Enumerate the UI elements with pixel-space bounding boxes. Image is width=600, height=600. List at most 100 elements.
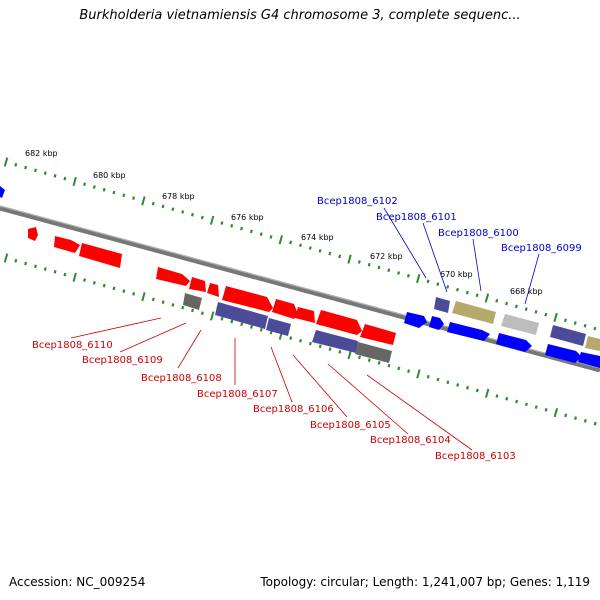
minor-tick [132, 292, 136, 296]
minor-tick [92, 281, 96, 285]
minor-tick [259, 232, 263, 237]
gene-feature[interactable] [404, 312, 427, 328]
minor-tick [456, 383, 460, 387]
minor-tick [318, 344, 322, 349]
scale-label-672: 672 kbp [370, 252, 403, 261]
gene-feature[interactable] [207, 283, 219, 297]
gene-feature[interactable] [79, 243, 122, 268]
minor-tick [102, 187, 106, 192]
minor-tick [230, 319, 234, 324]
gene-label-bcep1808-6099[interactable]: Bcep1808_6099 [501, 243, 582, 254]
minor-tick [505, 301, 509, 306]
gene-feature[interactable] [545, 344, 582, 363]
gene-feature[interactable] [266, 318, 291, 336]
minor-tick [132, 196, 136, 200]
minor-tick [465, 290, 469, 295]
gene-label-bcep1808-6110[interactable]: Bcep1808_6110 [32, 340, 113, 351]
gene-label-bcep1808-6106[interactable]: Bcep1808_6106 [253, 404, 334, 415]
gene-feature[interactable] [222, 286, 273, 312]
minor-tick [367, 358, 371, 362]
minor-tick [377, 361, 381, 365]
major-tick [141, 292, 146, 302]
minor-tick [534, 405, 538, 409]
gene-label-bcep1808-6103[interactable]: Bcep1808_6103 [435, 451, 516, 462]
gene-feature[interactable] [54, 236, 80, 253]
minor-tick [338, 350, 342, 354]
gene-feature[interactable] [496, 333, 532, 352]
minor-tick [289, 336, 293, 340]
gene-feature[interactable] [28, 227, 38, 241]
gene-feature[interactable] [360, 324, 396, 345]
scale-label-682: 682 kbp [25, 149, 58, 158]
minor-tick [466, 385, 469, 390]
minor-tick [308, 341, 312, 346]
minor-tick [406, 273, 410, 278]
gene-label-bcep1808-6105[interactable]: Bcep1808_6105 [310, 420, 391, 431]
major-tick [484, 388, 490, 398]
minor-tick [505, 396, 509, 401]
accession-text: Accession: NC_009254 [9, 575, 146, 589]
gene-feature[interactable] [295, 307, 315, 323]
scale-label-674: 674 kbp [301, 233, 334, 242]
minor-tick [122, 193, 126, 198]
gene-feature[interactable] [452, 301, 496, 324]
minor-tick [24, 261, 28, 266]
minor-tick [328, 347, 332, 351]
gene-feature[interactable] [578, 352, 600, 368]
gene-feature[interactable] [0, 186, 5, 198]
minor-tick [220, 221, 224, 225]
minor-tick [534, 310, 538, 314]
gene-label-bcep1808-6109[interactable]: Bcep1808_6109 [82, 355, 163, 366]
gene-label-bcep1808-6101[interactable]: Bcep1808_6101 [376, 212, 457, 223]
gene-feature[interactable] [501, 314, 539, 335]
gene-feature[interactable] [312, 330, 358, 353]
minor-tick [426, 279, 430, 284]
minor-tick [240, 226, 244, 231]
minor-tick [593, 421, 597, 426]
gene-label-bcep1808-6108[interactable]: Bcep1808_6108 [141, 373, 222, 384]
top-leader-lines [383, 207, 540, 305]
gene-feature[interactable] [316, 310, 362, 335]
minor-tick [112, 190, 116, 195]
gene-feature[interactable] [550, 325, 586, 346]
gene-feature[interactable] [434, 297, 450, 313]
minor-tick [387, 268, 391, 273]
gene-feature[interactable] [215, 302, 268, 329]
gene-label-bcep1808-6102[interactable]: Bcep1808_6102 [317, 196, 398, 207]
minor-tick [436, 377, 440, 382]
gene-feature[interactable] [585, 336, 600, 351]
minor-tick [308, 246, 312, 250]
minor-tick [299, 338, 303, 343]
gene-feature[interactable] [447, 322, 490, 341]
minor-tick [190, 212, 194, 217]
minor-tick [14, 162, 18, 167]
gene-feature[interactable] [156, 267, 190, 286]
major-tick [141, 196, 146, 206]
minor-tick [269, 235, 273, 239]
minor-tick [43, 171, 47, 175]
minor-tick [475, 388, 479, 393]
minor-tick [171, 207, 175, 212]
gene-feature[interactable] [355, 342, 392, 363]
scale-ticks-inner [3, 253, 597, 426]
minor-tick [33, 264, 37, 269]
minor-tick [544, 407, 548, 412]
minor-tick [83, 278, 87, 282]
gene-feature[interactable] [189, 277, 206, 292]
minor-tick [564, 413, 568, 418]
minor-tick [161, 300, 165, 305]
topology-summary: Topology: circular; Length: 1,241,007 bp… [260, 575, 590, 589]
gene-label-bcep1808-6104[interactable]: Bcep1808_6104 [370, 435, 451, 446]
gene-label-bcep1808-6107[interactable]: Bcep1808_6107 [197, 389, 278, 400]
minor-tick [151, 297, 155, 302]
gene-feature[interactable] [429, 316, 444, 330]
minor-tick [14, 258, 18, 263]
major-tick [278, 235, 284, 245]
minor-tick [92, 185, 96, 189]
scale-label-668: 668 kbp [510, 287, 543, 296]
gene-feature[interactable] [183, 293, 202, 310]
gene-feature[interactable] [272, 299, 298, 319]
gene-label-bcep1808-6100[interactable]: Bcep1808_6100 [438, 228, 519, 239]
minor-tick [377, 265, 381, 270]
